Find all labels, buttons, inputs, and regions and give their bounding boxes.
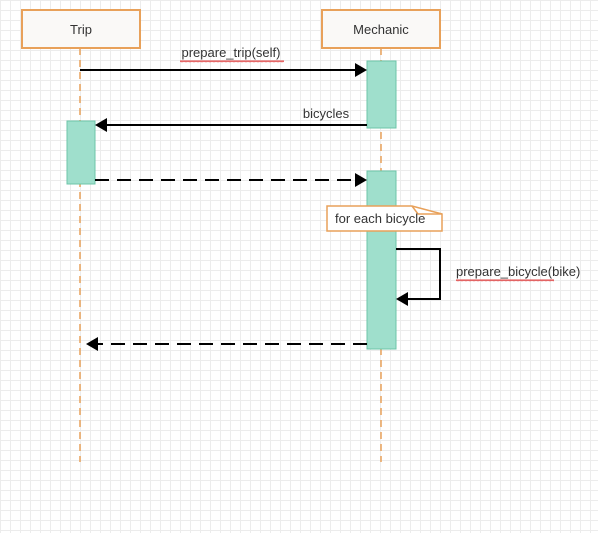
participant-mechanic-label: Mechanic [353,22,409,37]
loop-note[interactable]: for each bicycle [326,205,443,232]
loop-note-text: for each bicycle [335,211,425,226]
participant-mechanic[interactable]: Mechanic [321,9,441,49]
participant-trip-label: Trip [70,22,92,37]
spellcheck-underline [456,279,554,282]
spellcheck-underline [180,60,284,63]
message-prepare-trip[interactable]: prepare_trip(self) [80,45,367,77]
activation-mechanic-2[interactable] [366,170,397,350]
message-return-to-mechanic[interactable] [95,173,367,187]
message-prepare-bicycle[interactable]: prepare_bicycle(bike) [396,248,580,306]
activation-mechanic-1[interactable] [366,60,397,129]
participant-trip[interactable]: Trip [21,9,141,49]
message-bicycles-label: bicycles [303,106,350,121]
message-return-to-trip[interactable] [86,337,367,351]
message-bicycles[interactable]: bicycles [95,106,367,132]
activation-trip-1[interactable] [66,120,96,185]
message-prepare-bicycle-label: prepare_bicycle(bike) [456,264,580,279]
message-prepare-trip-label: prepare_trip(self) [182,45,281,60]
